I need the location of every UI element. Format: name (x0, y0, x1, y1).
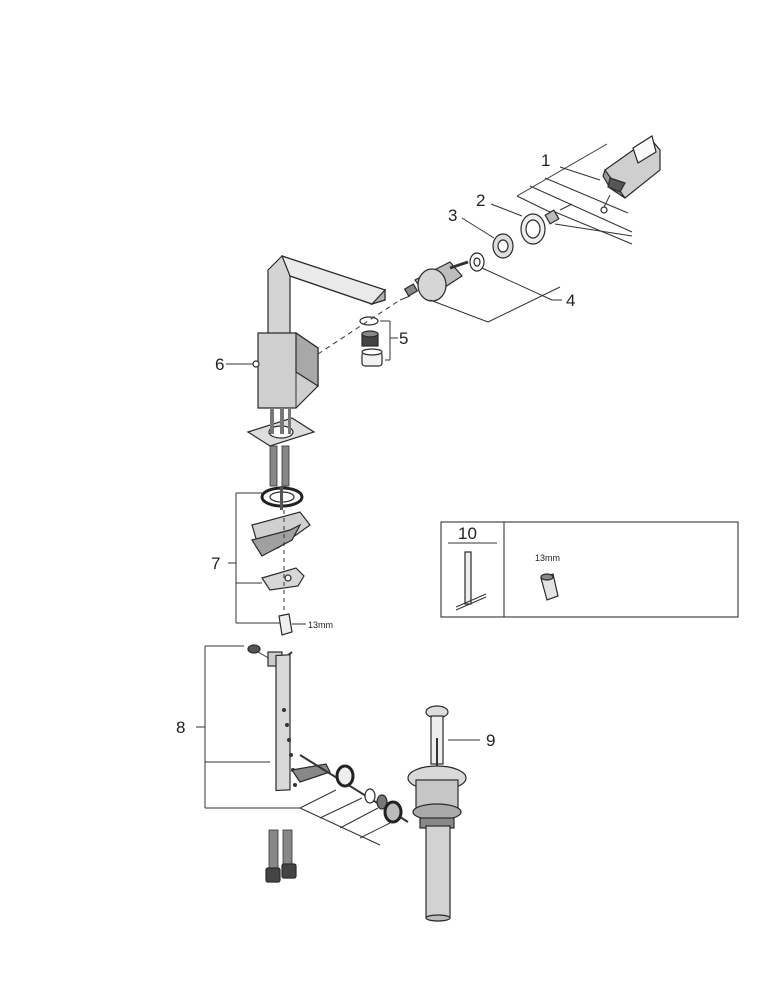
label-part-7: 7 (211, 554, 220, 573)
assembly-axis (317, 299, 401, 355)
label-part-3: 3 (448, 206, 457, 225)
drain-assembly-icon (407, 705, 480, 922)
label-part-2: 2 (476, 191, 485, 210)
cap-ring-icon (461, 217, 514, 259)
faucet-body-icon (226, 255, 387, 487)
label-part-8: 8 (176, 718, 185, 737)
handle-screw-icon (600, 194, 611, 214)
tool-box (440, 521, 739, 618)
cartridge-icon (399, 252, 562, 323)
label-part-5: 5 (399, 329, 408, 348)
label-part-1: 1 (541, 151, 550, 170)
hex-key-icon (455, 551, 487, 611)
hex-socket-icon (540, 573, 559, 601)
label-part-9: 9 (486, 731, 495, 750)
label-part-6: 6 (215, 355, 224, 374)
tool-size-label: 13mm (535, 553, 560, 563)
handle-lever-icon (602, 135, 661, 199)
supply-hoses-icon (265, 829, 297, 883)
popup-rod-icon (196, 644, 409, 846)
mounting-kit-icon (228, 486, 311, 636)
aerator-icon (359, 316, 398, 367)
label-part-10: 10 (458, 524, 477, 543)
wrench-size-label: 13mm (308, 620, 333, 630)
label-part-4: 4 (566, 291, 575, 310)
adapter-nut-icon (490, 203, 573, 245)
